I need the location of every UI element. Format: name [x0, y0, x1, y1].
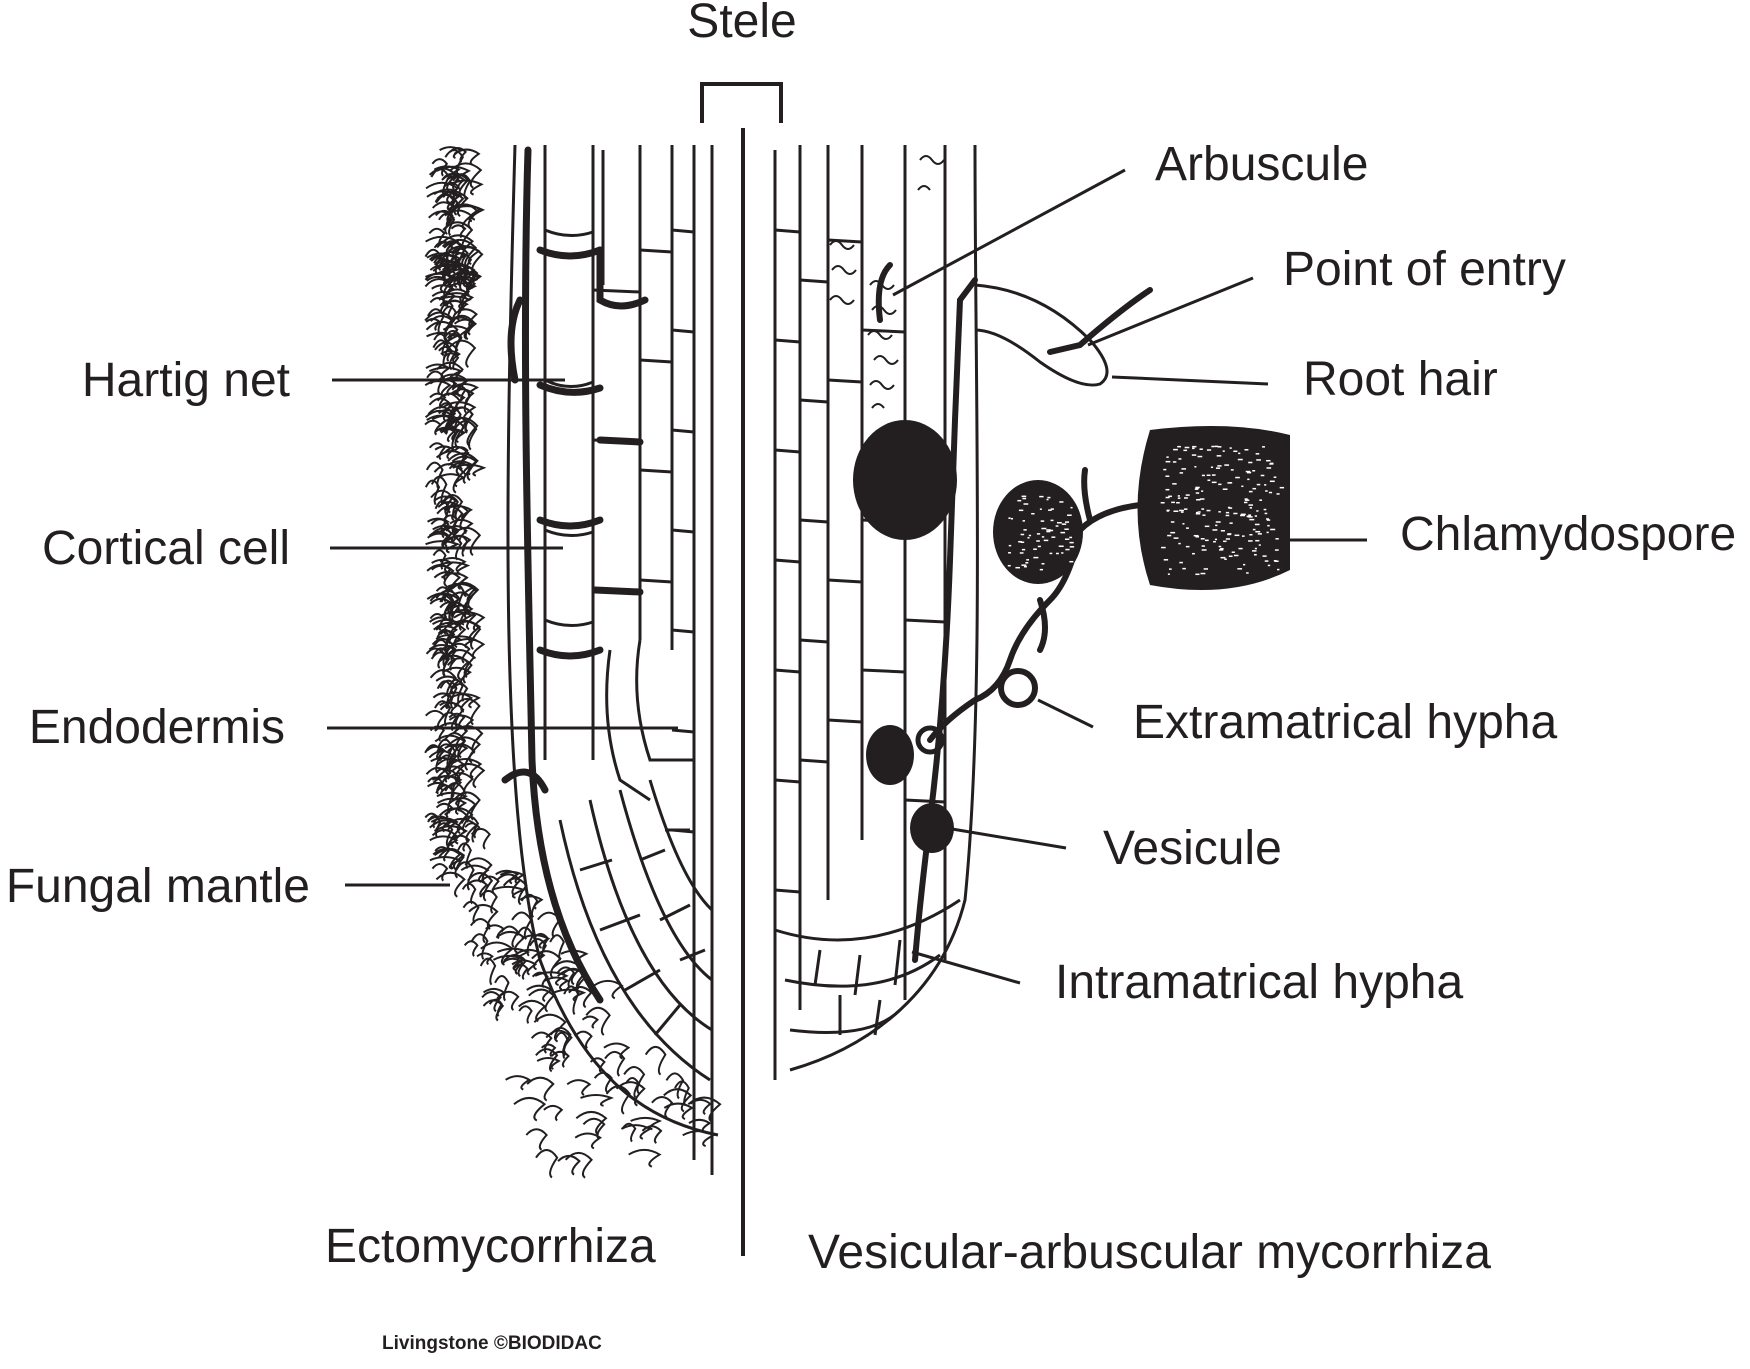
fungal-hyphae: [875, 262, 1153, 963]
label-extramatrical-hypha: Extramatrical hypha: [1133, 696, 1557, 749]
label-vesicule: Vesicule: [1103, 822, 1282, 875]
ectomycorrhiza-illustration: [424, 144, 722, 1179]
stele-bracket: [700, 82, 783, 123]
label-chlamydospore: Chlamydospore: [1400, 508, 1736, 561]
arbuscule-speckle: [829, 155, 945, 409]
va-mycorrhiza-illustration: [773, 144, 1290, 1080]
fungal-mantle-texture: [424, 146, 722, 1179]
caption-ectomycorrhiza: Ectomycorrhiza: [325, 1220, 656, 1273]
label-hartig-net: Hartig net: [82, 354, 290, 407]
label-root-hair: Root hair: [1303, 353, 1498, 406]
label-cortical-cell: Cortical cell: [42, 522, 290, 575]
right-cell-walls: [773, 144, 1109, 1080]
chlamydospores: [993, 426, 1290, 590]
hyphal-loop-small: [915, 725, 945, 755]
stele-label: Stele: [687, 0, 796, 48]
label-fungal-mantle: Fungal mantle: [6, 860, 310, 913]
label-endodermis: Endodermis: [29, 701, 285, 754]
leader-lines: [327, 168, 1367, 985]
vesicules: [853, 420, 957, 853]
labels: Stele Hartig net Cortical cell Endodermi…: [6, 0, 1736, 1354]
label-intramatrical-hypha: Intramatrical hypha: [1055, 956, 1463, 1009]
credit-line: Livingstone ©BIODIDAC: [382, 1333, 602, 1354]
label-arbuscule: Arbuscule: [1155, 138, 1368, 191]
caption-va-mycorrhiza: Vesicular-arbuscular mycorrhiza: [808, 1226, 1491, 1279]
extramatrical-hypha-loop: [998, 668, 1038, 708]
label-point-of-entry: Point of entry: [1283, 243, 1566, 296]
hartig-net-hyphae: [501, 146, 649, 1004]
left-cell-walls: [506, 144, 719, 1175]
